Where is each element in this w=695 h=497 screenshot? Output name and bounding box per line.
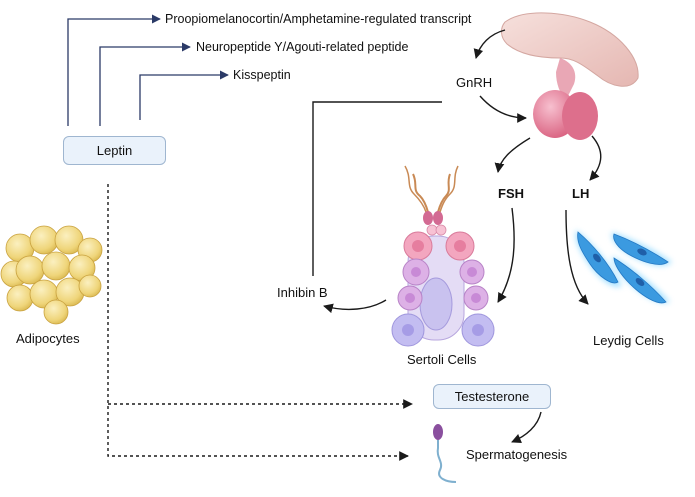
- arrow-to-pomc: [67, 14, 161, 126]
- sertoli-cell-cluster: [391, 165, 495, 347]
- spermatogonium-nucleus: [467, 267, 477, 277]
- adipocyte-cell: [78, 274, 102, 298]
- arrow-to-npy: [99, 42, 191, 126]
- fsh-label: FSH: [498, 186, 524, 201]
- arrow-hypothalamus-to-gnrh: [473, 29, 506, 59]
- gnrh-label: GnRH: [456, 75, 493, 90]
- sperm-tail: [439, 165, 459, 213]
- inhibin-feedback-line: [312, 101, 442, 276]
- pituitary-stalk: [556, 58, 576, 100]
- adipocyte-cell: [6, 284, 34, 312]
- spermatocyte-nucleus: [412, 240, 424, 252]
- inhibin-b-label: Inhibin B: [277, 285, 328, 300]
- sperm-head: [433, 211, 443, 225]
- leydig-nucleus: [637, 248, 647, 256]
- sertoli-cells-label: Sertoli Cells: [407, 352, 477, 367]
- npy-agrp-label: Neuropeptide Y/Agouti-related peptide: [196, 40, 409, 54]
- leptin-label: Leptin: [96, 143, 133, 158]
- spermatogenesis-label: Spermatogenesis: [466, 447, 568, 462]
- sperm-cell-head: [433, 424, 443, 440]
- arrow-lh-to-leydig: [565, 209, 589, 305]
- pomc-cart-label: Proopiomelanocortin/Amphetamine-regulate…: [165, 12, 472, 26]
- adipocyte-cell: [29, 225, 59, 255]
- adipocytes-label: Adipocytes: [16, 331, 80, 346]
- testosterone-label: Testesterone: [454, 389, 530, 404]
- posterior-pituitary: [562, 92, 598, 140]
- hypothalamus-shape: [501, 12, 639, 87]
- lh-label: LH: [572, 186, 590, 201]
- leptin-pathway-arrows: [67, 14, 229, 126]
- adipocyte-cell: [43, 299, 69, 325]
- sertoli-nucleus: [419, 277, 453, 331]
- leydig-cells-label: Leydig Cells: [593, 333, 664, 348]
- adipocyte-cluster: [0, 225, 103, 325]
- arrow-gnrh-to-pituitary: [479, 95, 527, 123]
- testosterone-box: Testesterone: [433, 384, 551, 409]
- spermatid: [435, 224, 447, 236]
- spermatocyte-nucleus: [454, 240, 466, 252]
- hypothalamus-pituitary-illustration: [501, 12, 639, 140]
- arrow-fsh-to-sertoli: [497, 207, 515, 303]
- leydig-nucleus: [593, 253, 601, 263]
- arrow-pituitary-to-fsh: [494, 137, 531, 173]
- sperm-cell-icon: [433, 424, 457, 483]
- spermatid: [426, 224, 438, 236]
- sperm-tail: [412, 173, 429, 213]
- spermatogonium-nucleus: [405, 293, 415, 303]
- leydig-cell-cluster: [575, 230, 672, 304]
- arrow-pituitary-to-lh: [589, 135, 602, 181]
- kisspeptin-label: Kisspeptin: [233, 68, 291, 82]
- leydig-nucleus: [635, 278, 645, 286]
- leptin-dotted-arrows: [107, 184, 413, 461]
- basal-germ-cell-nucleus: [472, 324, 484, 336]
- adipocyte-cell: [15, 255, 45, 285]
- spermatogonium-nucleus: [471, 293, 481, 303]
- sperm-tail: [437, 173, 451, 213]
- dotted-arrow-spermatogenesis: [107, 184, 409, 461]
- spermatogonium-nucleus: [411, 267, 421, 277]
- arrow-sertoli-to-inhibin: [323, 299, 387, 314]
- arrow-testosterone-to-spermatogenesis: [511, 411, 542, 444]
- hpg-arrows: [312, 29, 602, 444]
- sperm-tail: [404, 165, 427, 213]
- adipocyte-cell: [41, 251, 71, 281]
- sperm-head: [423, 211, 433, 225]
- leptin-box: Leptin: [63, 136, 166, 165]
- arrow-to-kisspeptin: [139, 70, 229, 120]
- sperm-cell-tail: [436, 440, 457, 483]
- basal-germ-cell-nucleus: [402, 324, 414, 336]
